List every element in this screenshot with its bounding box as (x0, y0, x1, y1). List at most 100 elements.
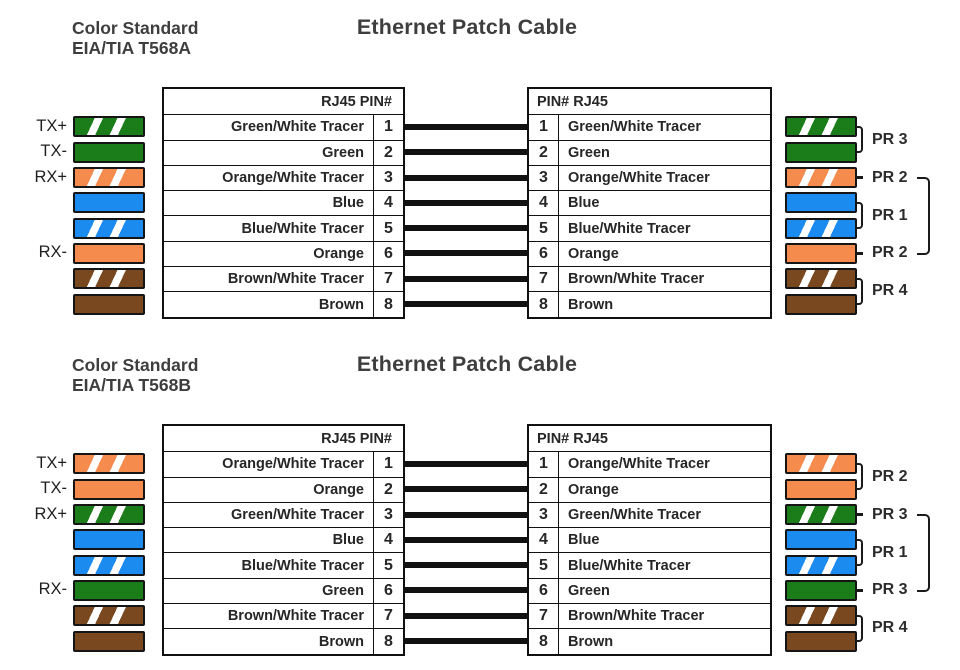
pair-label: PR 3 (872, 505, 908, 523)
right-wire-swatch (785, 579, 857, 601)
connector-line (404, 536, 528, 543)
left-wire-swatch (73, 192, 145, 214)
connector-line (404, 460, 528, 467)
pin-number-cell: 6 (529, 578, 559, 604)
diagram-title: Ethernet Patch Cable (356, 15, 578, 39)
right-wire-swatch (785, 293, 857, 315)
pair-bracket (856, 277, 863, 306)
connector-line (404, 587, 528, 594)
wire-color-cell: Green (322, 144, 364, 161)
pair-dash (855, 588, 863, 592)
left-wire-swatch (73, 141, 145, 163)
pin-number-cell: 2 (373, 140, 403, 165)
connector-line (404, 486, 528, 493)
connector-line (404, 638, 528, 645)
wire-color-cell: Orange/White Tracer (222, 456, 364, 473)
pin-number-cell: 7 (373, 604, 403, 629)
left-wire-swatch (73, 293, 145, 315)
right-wire-swatch (785, 453, 857, 475)
pin-number-cell: 2 (373, 477, 403, 502)
signal-label: TX- (40, 479, 67, 498)
wire-color-cell: Orange/White Tracer (568, 170, 710, 187)
pair-label: PR 3 (872, 581, 908, 599)
left-wire-swatch (73, 529, 145, 551)
color-standard-line1: Color Standard (72, 18, 199, 38)
left-table-header: RJ45 PIN# (321, 430, 392, 447)
connector-line (404, 275, 528, 282)
pair-label: PR 2 (872, 168, 908, 186)
pin-number-cell: 3 (529, 502, 559, 528)
signal-label: RX- (38, 580, 67, 599)
wire-color-cell: Blue (332, 532, 364, 549)
signal-label: TX- (40, 142, 67, 161)
diagram-title: Ethernet Patch Cable (356, 352, 578, 376)
pair-dash (855, 513, 863, 517)
pair-label: PR 4 (872, 282, 908, 300)
pin-number-cell: 5 (373, 553, 403, 578)
pair-bracket (856, 462, 863, 491)
color-standard-line2: EIA/TIA T568A (72, 37, 191, 58)
connector-line (404, 225, 528, 232)
signal-label: TX+ (36, 453, 67, 472)
diagram-t568a: Color Standard EIA/TIA T568A Ethernet Pa… (34, 15, 930, 319)
signal-label: TX+ (36, 116, 67, 135)
pin-number-cell: 1 (529, 115, 559, 140)
pair-label: PR 2 (872, 244, 908, 262)
table-header-row: RJ45 PIN# (164, 426, 403, 451)
wire-color-cell: Blue (568, 195, 600, 212)
signal-label: RX+ (34, 504, 67, 523)
connector-line (404, 199, 528, 206)
pin-number-cell: 8 (373, 292, 403, 317)
pin-number-cell: 1 (373, 115, 403, 140)
pin-number-cell: 3 (373, 165, 403, 191)
pin-number-cell: 8 (529, 629, 559, 654)
left-wire-swatch (73, 605, 145, 627)
pin-number-cell: 8 (373, 629, 403, 654)
wire-color-cell: Blue/White Tracer (241, 220, 364, 237)
left-wire-swatch (73, 630, 145, 652)
wire-color-cell: Blue (332, 195, 364, 212)
wire-color-cell: Orange/White Tracer (568, 456, 710, 473)
left-wire-swatch (73, 217, 145, 239)
wire-color-cell: Orange (568, 481, 619, 498)
pin-number-cell: 4 (529, 528, 559, 553)
pin-number-cell: 1 (529, 452, 559, 477)
left-table-row: Brown 8 (164, 291, 403, 317)
left-wire-swatch (73, 268, 145, 290)
right-wire-swatch (785, 192, 857, 214)
connector-line (404, 301, 528, 308)
right-table-header: PIN# RJ45 (537, 430, 608, 447)
pin-number-cell: 5 (529, 216, 559, 241)
right-wire-swatch (785, 529, 857, 551)
wire-color-cell: Green/White Tracer (231, 507, 364, 524)
wire-color-cell: Brown (318, 296, 364, 313)
pair-bracket (856, 538, 863, 567)
left-wire-swatch (73, 453, 145, 475)
wire-color-cell: Orange (568, 245, 619, 262)
table-header-row: PIN# RJ45 (529, 89, 770, 114)
wire-color-cell: Orange (313, 245, 364, 262)
pin-number-cell: 7 (529, 604, 559, 629)
